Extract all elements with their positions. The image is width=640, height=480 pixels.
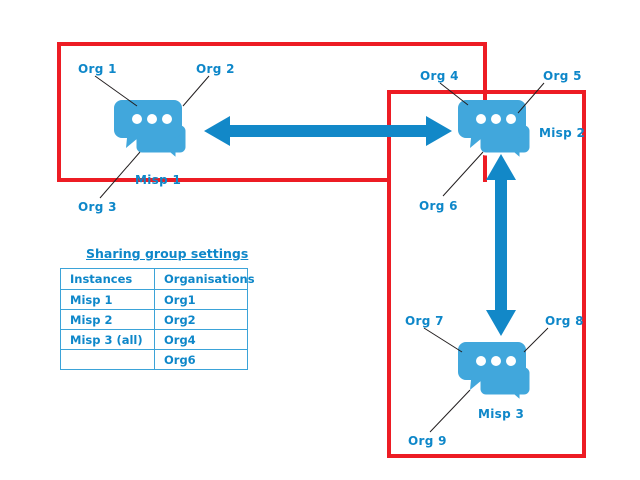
column-header-instances: Instances [60, 268, 155, 290]
org-label-org5: Org 5 [543, 69, 582, 83]
org-label-org8: Org 8 [545, 314, 584, 328]
misp2-chat-bubbles-icon [456, 98, 538, 160]
connection-arrow-misp2-misp3 [484, 154, 518, 336]
cell-organisation: Org6 [154, 349, 248, 370]
org-label-org6: Org 6 [419, 199, 458, 213]
misp1-chat-bubbles-icon [112, 98, 194, 160]
column-header-organisations: Organisations [154, 268, 255, 290]
sharing-group-settings-title: Sharing group settings [86, 246, 249, 261]
org-label-org7: Org 7 [405, 314, 444, 328]
org-label-org1: Org 1 [78, 62, 117, 76]
instance-label-misp1: Misp 1 [135, 173, 182, 187]
sharing-group-settings-table: Instances Organisations Misp 1 Org1 Misp… [60, 268, 255, 370]
cell-organisation: Org4 [154, 329, 248, 350]
table-row: Org6 [60, 349, 248, 370]
cell-instance: Misp 1 [60, 289, 155, 310]
table-row: Misp 1 Org1 [60, 289, 248, 310]
cell-instance [60, 349, 155, 370]
instance-label-misp3: Misp 3 [478, 407, 525, 421]
cell-instance: Misp 3 (all) [60, 329, 155, 350]
connection-arrow-misp1-misp2 [204, 114, 452, 148]
misp3-chat-bubbles-icon [456, 340, 538, 402]
table-row: Misp 2 Org2 [60, 309, 248, 330]
org-label-org9: Org 9 [408, 434, 447, 448]
instance-label-misp2: Misp 2 [539, 126, 586, 140]
org-label-org2: Org 2 [196, 62, 235, 76]
boundary-overlap-mask-bottom [391, 174, 483, 186]
org-label-org3: Org 3 [78, 200, 117, 214]
cell-organisation: Org1 [154, 289, 248, 310]
table-row: Misp 3 (all) Org4 [60, 329, 248, 350]
cell-organisation: Org2 [154, 309, 248, 330]
org-label-org4: Org 4 [420, 69, 459, 83]
cell-instance: Misp 2 [60, 309, 155, 330]
table-header-row: Instances Organisations [60, 268, 255, 290]
sharing-boundary-misp2-misp3 [387, 90, 586, 458]
